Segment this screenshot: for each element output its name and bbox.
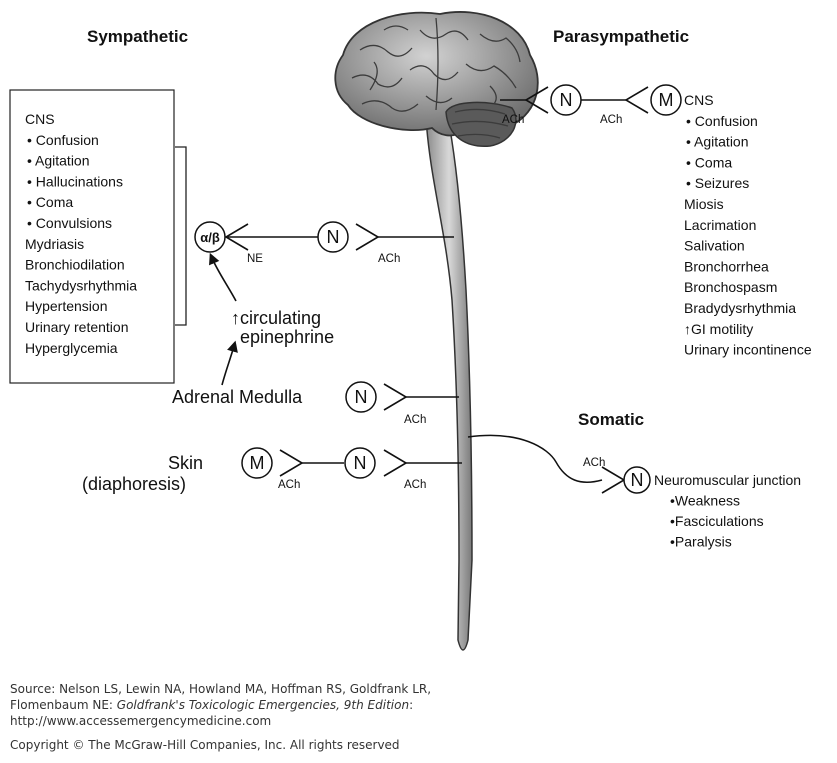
somatic-effects-list: Neuromuscular junction •Weakness •Fascicul… [654, 472, 801, 550]
effect-item: •Weakness [670, 493, 740, 509]
effect-item: Miosis [684, 196, 724, 212]
adrenal-medulla-label: Adrenal Medulla [172, 387, 303, 407]
ach-label: ACh [502, 114, 524, 126]
synapse-symbol [384, 384, 406, 410]
effect-item: • Agitation [27, 153, 90, 169]
adrenergic-receptor-label: α/β [200, 230, 220, 245]
ach-label: ACh [404, 479, 426, 491]
effect-item: Bronchorrhea [684, 258, 769, 274]
adrenal-to-epinephrine-arrow [222, 346, 234, 385]
effect-item: • Confusion [27, 132, 99, 148]
autonomic-nervous-system-diagram: Sympathetic Parasympathetic Somatic CNS •… [0, 0, 837, 680]
effect-item: CNS [684, 92, 714, 108]
sympathetic-heading: Sympathetic [87, 27, 188, 46]
copyright-notice: Copyright © The McGraw-Hill Companies, I… [10, 738, 400, 753]
effect-item: • Coma [686, 154, 732, 170]
effect-item: Tachydysrhythmia [25, 277, 137, 293]
effect-item: Neuromuscular junction [654, 472, 801, 488]
source-line-1: Source: Nelson LS, Lewin NA, Howland MA,… [10, 682, 431, 697]
effect-item: •Fasciculations [670, 513, 764, 529]
effect-item: Urinary retention [25, 319, 129, 335]
effect-item: Salivation [684, 238, 745, 254]
effect-item: Bradydysrhythmia [684, 300, 796, 316]
effect-item: Hypertension [25, 298, 108, 314]
effect-item: • Hallucinations [27, 173, 123, 189]
source-authors: Flomenbaum NE: [10, 698, 117, 712]
somatic-pathway: ACh N [468, 435, 650, 493]
source-url: http://www.accessemergencymedicine.com [10, 714, 271, 729]
circulating-label: ↑circulating [231, 308, 321, 328]
parasympathetic-effects-list: CNS • Confusion • Agitation • Coma • Seizure… [684, 92, 812, 358]
ach-label: ACh [583, 457, 605, 469]
effect-item: • Coma [27, 194, 73, 210]
nicotinic-label: N [631, 470, 644, 490]
effect-item: Bronchospasm [684, 279, 777, 295]
synapse-symbol [602, 467, 624, 493]
nicotinic-label: N [355, 387, 368, 407]
parasympathetic-heading: Parasympathetic [553, 27, 689, 46]
effect-item: • Seizures [686, 175, 749, 191]
muscarinic-label: M [659, 90, 674, 110]
nicotinic-label: N [327, 227, 340, 247]
effect-item: • Agitation [686, 134, 749, 150]
epinephrine-label: epinephrine [240, 327, 334, 347]
synapse-symbol [384, 450, 406, 476]
effect-item: Urinary incontinence [684, 342, 812, 358]
effect-item: • Convulsions [27, 215, 112, 231]
effect-item: Lacrimation [684, 217, 756, 233]
effect-item: CNS [25, 111, 55, 127]
nicotinic-label: N [560, 90, 573, 110]
ach-label: ACh [378, 253, 400, 265]
ach-label: ACh [404, 414, 426, 426]
nicotinic-label: N [354, 453, 367, 473]
effect-item: Mydriasis [25, 236, 84, 252]
source-punctuation: : [409, 698, 413, 712]
sympathetic-pathway: α/β NE N ACh [195, 222, 454, 265]
muscarinic-label: M [250, 453, 265, 473]
skin-label: Skin [168, 453, 203, 473]
sympathetic-bracket [175, 147, 186, 325]
synapse-symbol [280, 450, 302, 476]
effect-item: Hyperglycemia [25, 340, 118, 356]
effect-item: ↑GI motility [684, 321, 753, 337]
effect-item: •Paralysis [670, 534, 732, 550]
synapse-symbol [356, 224, 378, 250]
source-line-2: Flomenbaum NE: Goldfrank's Toxicologic E… [10, 698, 413, 713]
spinal-cord [426, 118, 472, 650]
diaphoresis-label: (diaphoresis) [82, 474, 186, 494]
effect-item: Bronchiodilation [25, 257, 125, 273]
epinephrine-to-receptor-arrow [212, 258, 236, 301]
ne-label: NE [247, 253, 263, 265]
ach-label: ACh [600, 114, 622, 126]
brain-illustration [335, 12, 538, 146]
synapse-symbol [626, 87, 648, 113]
ach-label: ACh [278, 479, 300, 491]
source-book-title: Goldfrank's Toxicologic Emergencies, 9th… [117, 698, 409, 712]
somatic-heading: Somatic [578, 410, 644, 429]
effect-item: • Confusion [686, 113, 758, 129]
